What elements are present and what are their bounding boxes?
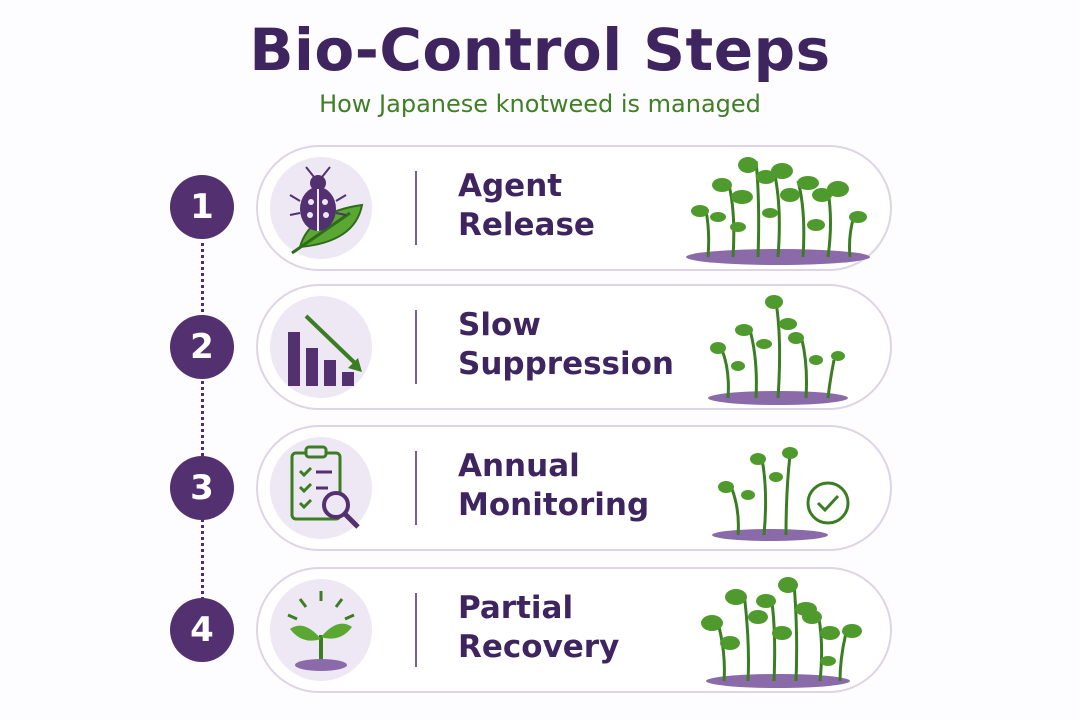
step-connector-line <box>201 236 204 630</box>
icon-circle <box>270 157 372 259</box>
step-label-line2: Suppression <box>458 346 674 382</box>
check-circle-icon <box>806 481 850 525</box>
step-badge-2: 2 <box>170 315 234 379</box>
clipboard-magnifier-icon <box>290 445 360 529</box>
step-label-line1: Agent <box>458 168 563 204</box>
step-label-line2: Release <box>458 207 595 243</box>
thinning-knotweed-illustration <box>708 295 848 405</box>
step-label: Annual Monitoring <box>458 447 708 525</box>
step-card-1: Agent Release <box>256 145 892 271</box>
step-card-2: Slow Suppression <box>256 284 892 410</box>
step-card-4: Partial Recovery <box>256 567 892 693</box>
step-label-line1: Partial <box>458 590 574 626</box>
page-title: Bio-Control Steps <box>249 16 831 84</box>
sparse-knotweed-check-illustration <box>712 447 850 541</box>
step-label: Slow Suppression <box>458 306 708 384</box>
recovered-vegetation-illustration <box>701 577 862 688</box>
icon-circle <box>270 296 372 398</box>
step-badge-3: 3 <box>170 456 234 520</box>
step-card-3: Annual Monitoring <box>256 425 892 551</box>
step-label-line2: Recovery <box>458 629 620 665</box>
dense-knotweed-illustration <box>686 157 870 265</box>
card-divider <box>415 451 417 525</box>
sprouting-seedling-icon <box>287 591 355 671</box>
beetle-on-leaf-icon <box>289 166 364 255</box>
step-badge-4: 4 <box>170 598 234 662</box>
step-label-line1: Annual <box>458 448 580 484</box>
card-divider <box>415 171 417 245</box>
card-divider <box>415 310 417 384</box>
step-label-line2: Monitoring <box>458 487 650 523</box>
step-label: Agent Release <box>458 167 708 245</box>
icon-circle <box>270 579 372 681</box>
step-label: Partial Recovery <box>458 589 708 667</box>
step-label-line1: Slow <box>458 307 541 343</box>
icon-circle <box>270 437 372 539</box>
page-subtitle: How Japanese knotweed is managed <box>319 90 761 118</box>
card-divider <box>415 593 417 667</box>
step-badge-1: 1 <box>170 175 234 239</box>
declining-bar-chart-icon <box>288 314 362 386</box>
